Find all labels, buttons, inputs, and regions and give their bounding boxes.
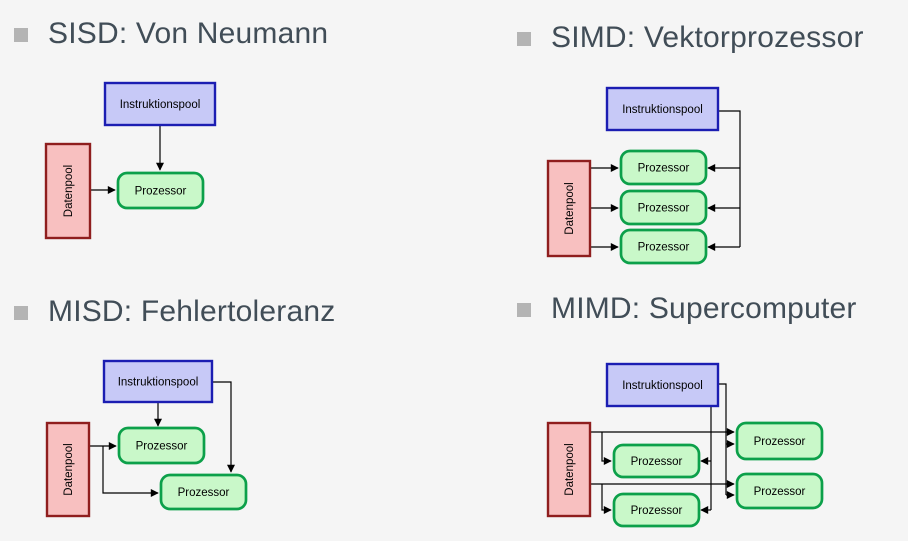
bullet-square-icon [517, 32, 531, 46]
sisd-instruction-pool-label: Instruktionspool [120, 99, 201, 111]
misd-processor1-box [117, 426, 206, 465]
heading-simd: SIMD: Vektorprozessor [517, 20, 864, 56]
mimd-right-processor2-label: Prozessor [754, 486, 806, 498]
sisd-instruction-pool-box [103, 81, 217, 127]
simd-processor3-box [619, 228, 708, 265]
misd-processor1-label: Prozessor [136, 441, 188, 453]
sisd-processor-box [116, 171, 205, 210]
bullet-square-icon [14, 306, 28, 320]
bullet-square-icon [14, 28, 28, 42]
misd-data-to-processor2-arrow [102, 446, 159, 497]
mimd-data-to-mid-processor2-arrow [601, 484, 612, 514]
heading-sisd-text: SISD: Von Neumann [48, 17, 329, 50]
simd-data-pool-label: Datenpool [564, 182, 576, 234]
mimd-mid-processor1-box [612, 443, 701, 479]
heading-mimd-text: MIMD: Supercomputer [551, 292, 857, 325]
diagram-simd: Instruktionspool Datenpool Prozessor Pro… [546, 86, 741, 265]
simd-processor1-label: Prozessor [638, 163, 690, 175]
simd-instruction-pool-box [605, 86, 720, 132]
simd-processor3-label: Prozessor [638, 242, 690, 254]
heading-mimd: MIMD: Supercomputer [517, 291, 857, 327]
misd-instruction-pool-box [102, 359, 214, 404]
misd-data-pool-box [45, 421, 91, 518]
mimd-right-processor2-box [735, 472, 824, 510]
heading-misd: MISD: Fehlertoleranz [14, 294, 335, 330]
simd-instruction-pool-label: Instruktionspool [622, 104, 703, 116]
misd-data-pool-label: Datenpool [63, 443, 75, 495]
simd-data-pool-box [546, 159, 592, 258]
misd-instruction-pool-label: Instruktionspool [118, 377, 199, 389]
mimd-data-to-mid-processor1-arrow [601, 432, 612, 465]
mimd-instruction-bus-right-line [718, 383, 727, 495]
misd-processor2-box [159, 473, 248, 511]
misd-instruction-to-processor2-arrow [212, 381, 235, 473]
sisd-processor-label: Prozessor [135, 186, 187, 198]
mimd-right-processor1-box [735, 421, 824, 461]
mimd-instruction-pool-label: Instruktionspool [622, 380, 703, 392]
sisd-data-pool-label: Datenpool [63, 165, 75, 217]
mimd-instruction-pool-box [605, 362, 720, 408]
mimd-right-processor1-label: Prozessor [754, 436, 806, 448]
heading-misd-text: MISD: Fehlertoleranz [48, 295, 336, 328]
simd-processor2-label: Prozessor [638, 203, 690, 215]
misd-processor2-label: Prozessor [178, 487, 230, 499]
diagram-mimd: Instruktionspool Datenpool Prozessor Pro… [546, 362, 824, 528]
sisd-data-pool-box [44, 142, 92, 240]
mimd-mid-processor1-label: Prozessor [631, 456, 683, 468]
mimd-data-pool-label: Datenpool [564, 443, 576, 495]
simd-processor2-box [619, 189, 708, 226]
bullet-square-icon [517, 303, 531, 317]
mimd-mid-processor2-box [612, 492, 701, 528]
simd-processor1-box [619, 149, 708, 186]
diagram-misd: Instruktionspool Datenpool Prozessor Pro… [45, 359, 248, 518]
mimd-data-pool-box [546, 421, 592, 518]
mimd-mid-processor2-label: Prozessor [631, 505, 683, 517]
heading-sisd: SISD: Von Neumann [14, 16, 328, 52]
diagram-sisd: Instruktionspool Datenpool Prozessor [44, 81, 217, 240]
simd-instruction-bus-line [718, 110, 741, 247]
heading-simd-text: SIMD: Vektorprozessor [551, 21, 864, 54]
